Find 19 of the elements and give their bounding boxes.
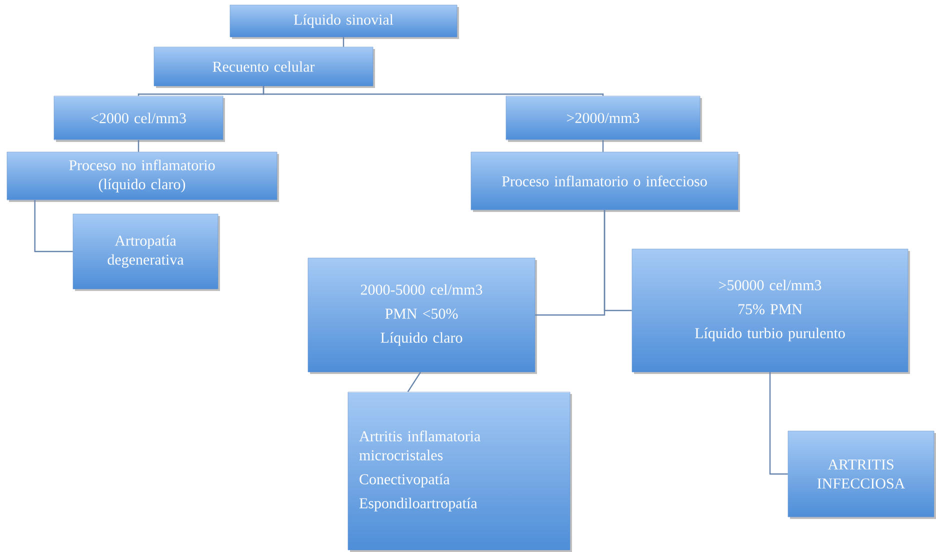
process-box: >50000 cel/mm3 75% PMN Líquido turbio purulento [632,248,910,374]
connector-line [34,200,73,252]
process-box: Proceso inflamatorio o infeccioso [470,152,740,212]
connector-line [769,372,788,475]
process-box: 2000-5000 cel/mm3 PMN <50% Líquido claro [308,258,537,374]
connector-line [604,210,632,312]
process-box: ARTRITIS INFECCIOSA [788,430,936,519]
process-box: Líquido sinovial [230,4,459,39]
process-box: Artropatía degenerativa [72,214,220,291]
connector-line [262,86,604,96]
process-box: <2000 cel/mm3 [54,96,225,142]
connector-line [342,37,344,47]
process-box: Artritis inflamatoria microcristales Conectivopatía Espondiloartropatía [348,392,572,552]
process-box: >2000/mm3 [506,96,702,142]
connector-line [407,372,421,392]
connector-line [138,140,140,152]
process-box: Recuento celular [154,46,375,88]
process-box: Proceso no inflamatorio (líquido claro) [6,152,279,202]
connector-line [602,140,604,152]
